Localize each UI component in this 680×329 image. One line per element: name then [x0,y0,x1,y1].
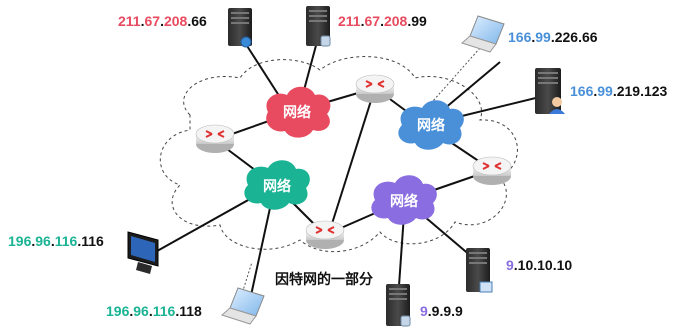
ip-segment: 208 [164,13,188,29]
network-cloud-blue: 网络 [398,100,464,150]
network-label-blue: 网络 [417,117,445,133]
globe-icon [240,36,252,48]
ip-segment: . [129,303,133,319]
ip-segment: 196 [8,233,32,249]
network-label-green: 网络 [263,178,291,194]
ip-label-laptop-tr: 166.99.226.66 [508,29,598,45]
ip-segment: . [31,233,35,249]
ip-segment: .66 [187,13,207,29]
network-label-purple: 网络 [390,193,418,209]
server-icon [306,6,331,47]
ip-segment: 208 [384,13,408,29]
ip-segment: 9 [506,257,514,273]
ip-segment: . [51,233,55,249]
ip-label-server-br2: 9.9.9.9 [420,303,463,319]
ip-label-server-tl: 211.67.208.66 [118,13,207,29]
ip-segment: . [160,13,164,29]
ip-label-server-tm: 211.67.208.99 [338,13,427,29]
ip-segment: 211 [338,13,361,29]
wireless-link-bl [239,261,253,301]
server-icon [386,284,411,327]
server-icon [466,248,493,293]
ip-segment: .99 [407,13,427,29]
ip-segment: 99 [535,29,551,45]
ip-segment: . [149,303,153,319]
server-icon [228,8,252,48]
router-icon [472,156,512,185]
database-icon [320,35,331,47]
ip-segment: 96 [133,303,149,319]
ip-segment: .10.10.10 [514,257,573,273]
laptop-icon [461,15,505,53]
ip-segment: . [531,29,535,45]
ip-segment: 166 [508,29,532,45]
ip-segment: 116 [153,303,176,319]
ip-segment: 9 [420,303,428,319]
ip-label-pc-l: 196.96.116.116 [8,233,104,249]
ip-segment: . [141,13,145,29]
ip-segment: . [380,13,384,29]
desktop-pc-icon [127,231,159,274]
ip-segment: 116 [55,233,78,249]
internet-cloud-outline [159,56,518,253]
ip-segment: 196 [106,303,130,319]
ip-segment: 211 [118,13,141,29]
database-icon [400,315,411,327]
router-icon [305,220,345,249]
ip-segment: . [361,13,365,29]
ip-segment: 67 [144,13,160,29]
ip-segment: 166 [570,83,594,99]
ip-segment: . [593,83,597,99]
ip-segment: .118 [175,303,202,319]
ip-segment: .219.123 [613,83,668,99]
server-icon [535,68,565,114]
router-icon [355,74,395,103]
ip-segment: 67 [364,13,380,29]
ip-segment: .226.66 [551,29,598,45]
wireless-link [424,47,481,111]
ip-label-laptop-bl: 196.96.116.118 [106,303,202,319]
laptop-icon [221,287,265,325]
ip-segment: .116 [77,233,104,249]
network-cloud-purple: 网络 [371,175,437,225]
ip-segment: .9.9.9 [428,303,463,319]
network-cloud-red: 网络 [266,86,331,138]
network-label-red: 网络 [283,104,311,120]
ip-label-server-r: 166.99.219.123 [570,83,668,99]
network-cloud-green: 网络 [244,160,310,210]
ip-label-server-br1: 9.10.10.10 [506,257,572,273]
router-icon [195,124,235,153]
user-icon [552,97,562,107]
web-icon [479,281,493,293]
ip-segment: 96 [35,233,51,249]
ip-segment: 99 [597,83,613,99]
internet-caption: 因特网的一部分 [275,271,373,287]
